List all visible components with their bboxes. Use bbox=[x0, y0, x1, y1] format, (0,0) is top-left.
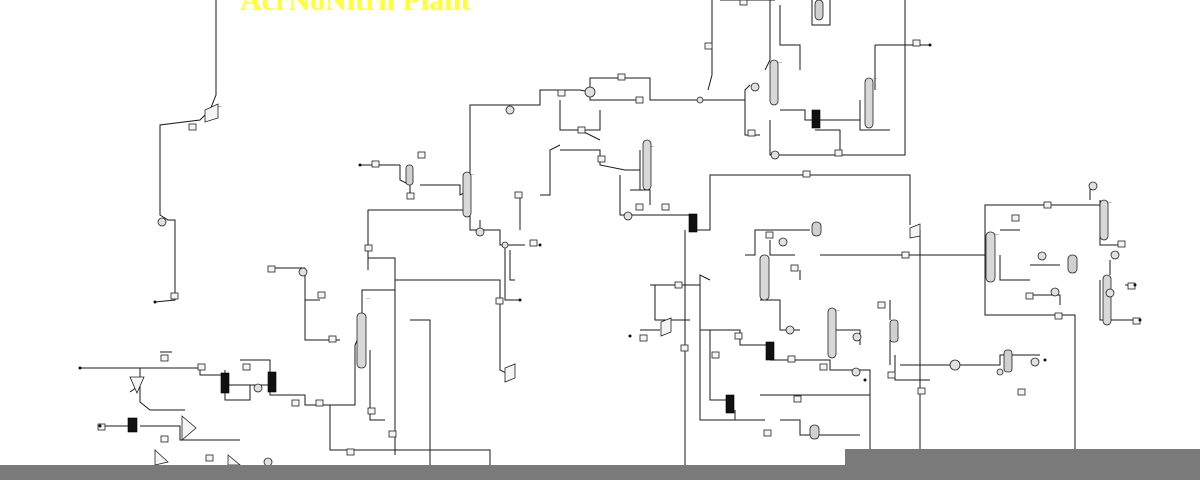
svg-text:—: — bbox=[778, 60, 782, 65]
svg-text:—: — bbox=[1108, 200, 1112, 205]
svg-text:—: — bbox=[366, 296, 370, 301]
svg-text:—: — bbox=[836, 308, 840, 313]
svg-text:—: — bbox=[873, 76, 877, 81]
svg-text:—: — bbox=[995, 232, 999, 237]
plant-title: AcrNoNitril Plant bbox=[240, 0, 471, 17]
stream-lines bbox=[80, 0, 1140, 465]
equipment bbox=[78, 0, 1142, 467]
svg-text:—: — bbox=[470, 172, 474, 177]
equipment-tags: — — — — — — — — — bbox=[218, 60, 1112, 313]
svg-text:—: — bbox=[650, 144, 654, 149]
bottom-gray-bar-raised bbox=[845, 449, 1200, 480]
svg-text:—: — bbox=[218, 104, 222, 109]
